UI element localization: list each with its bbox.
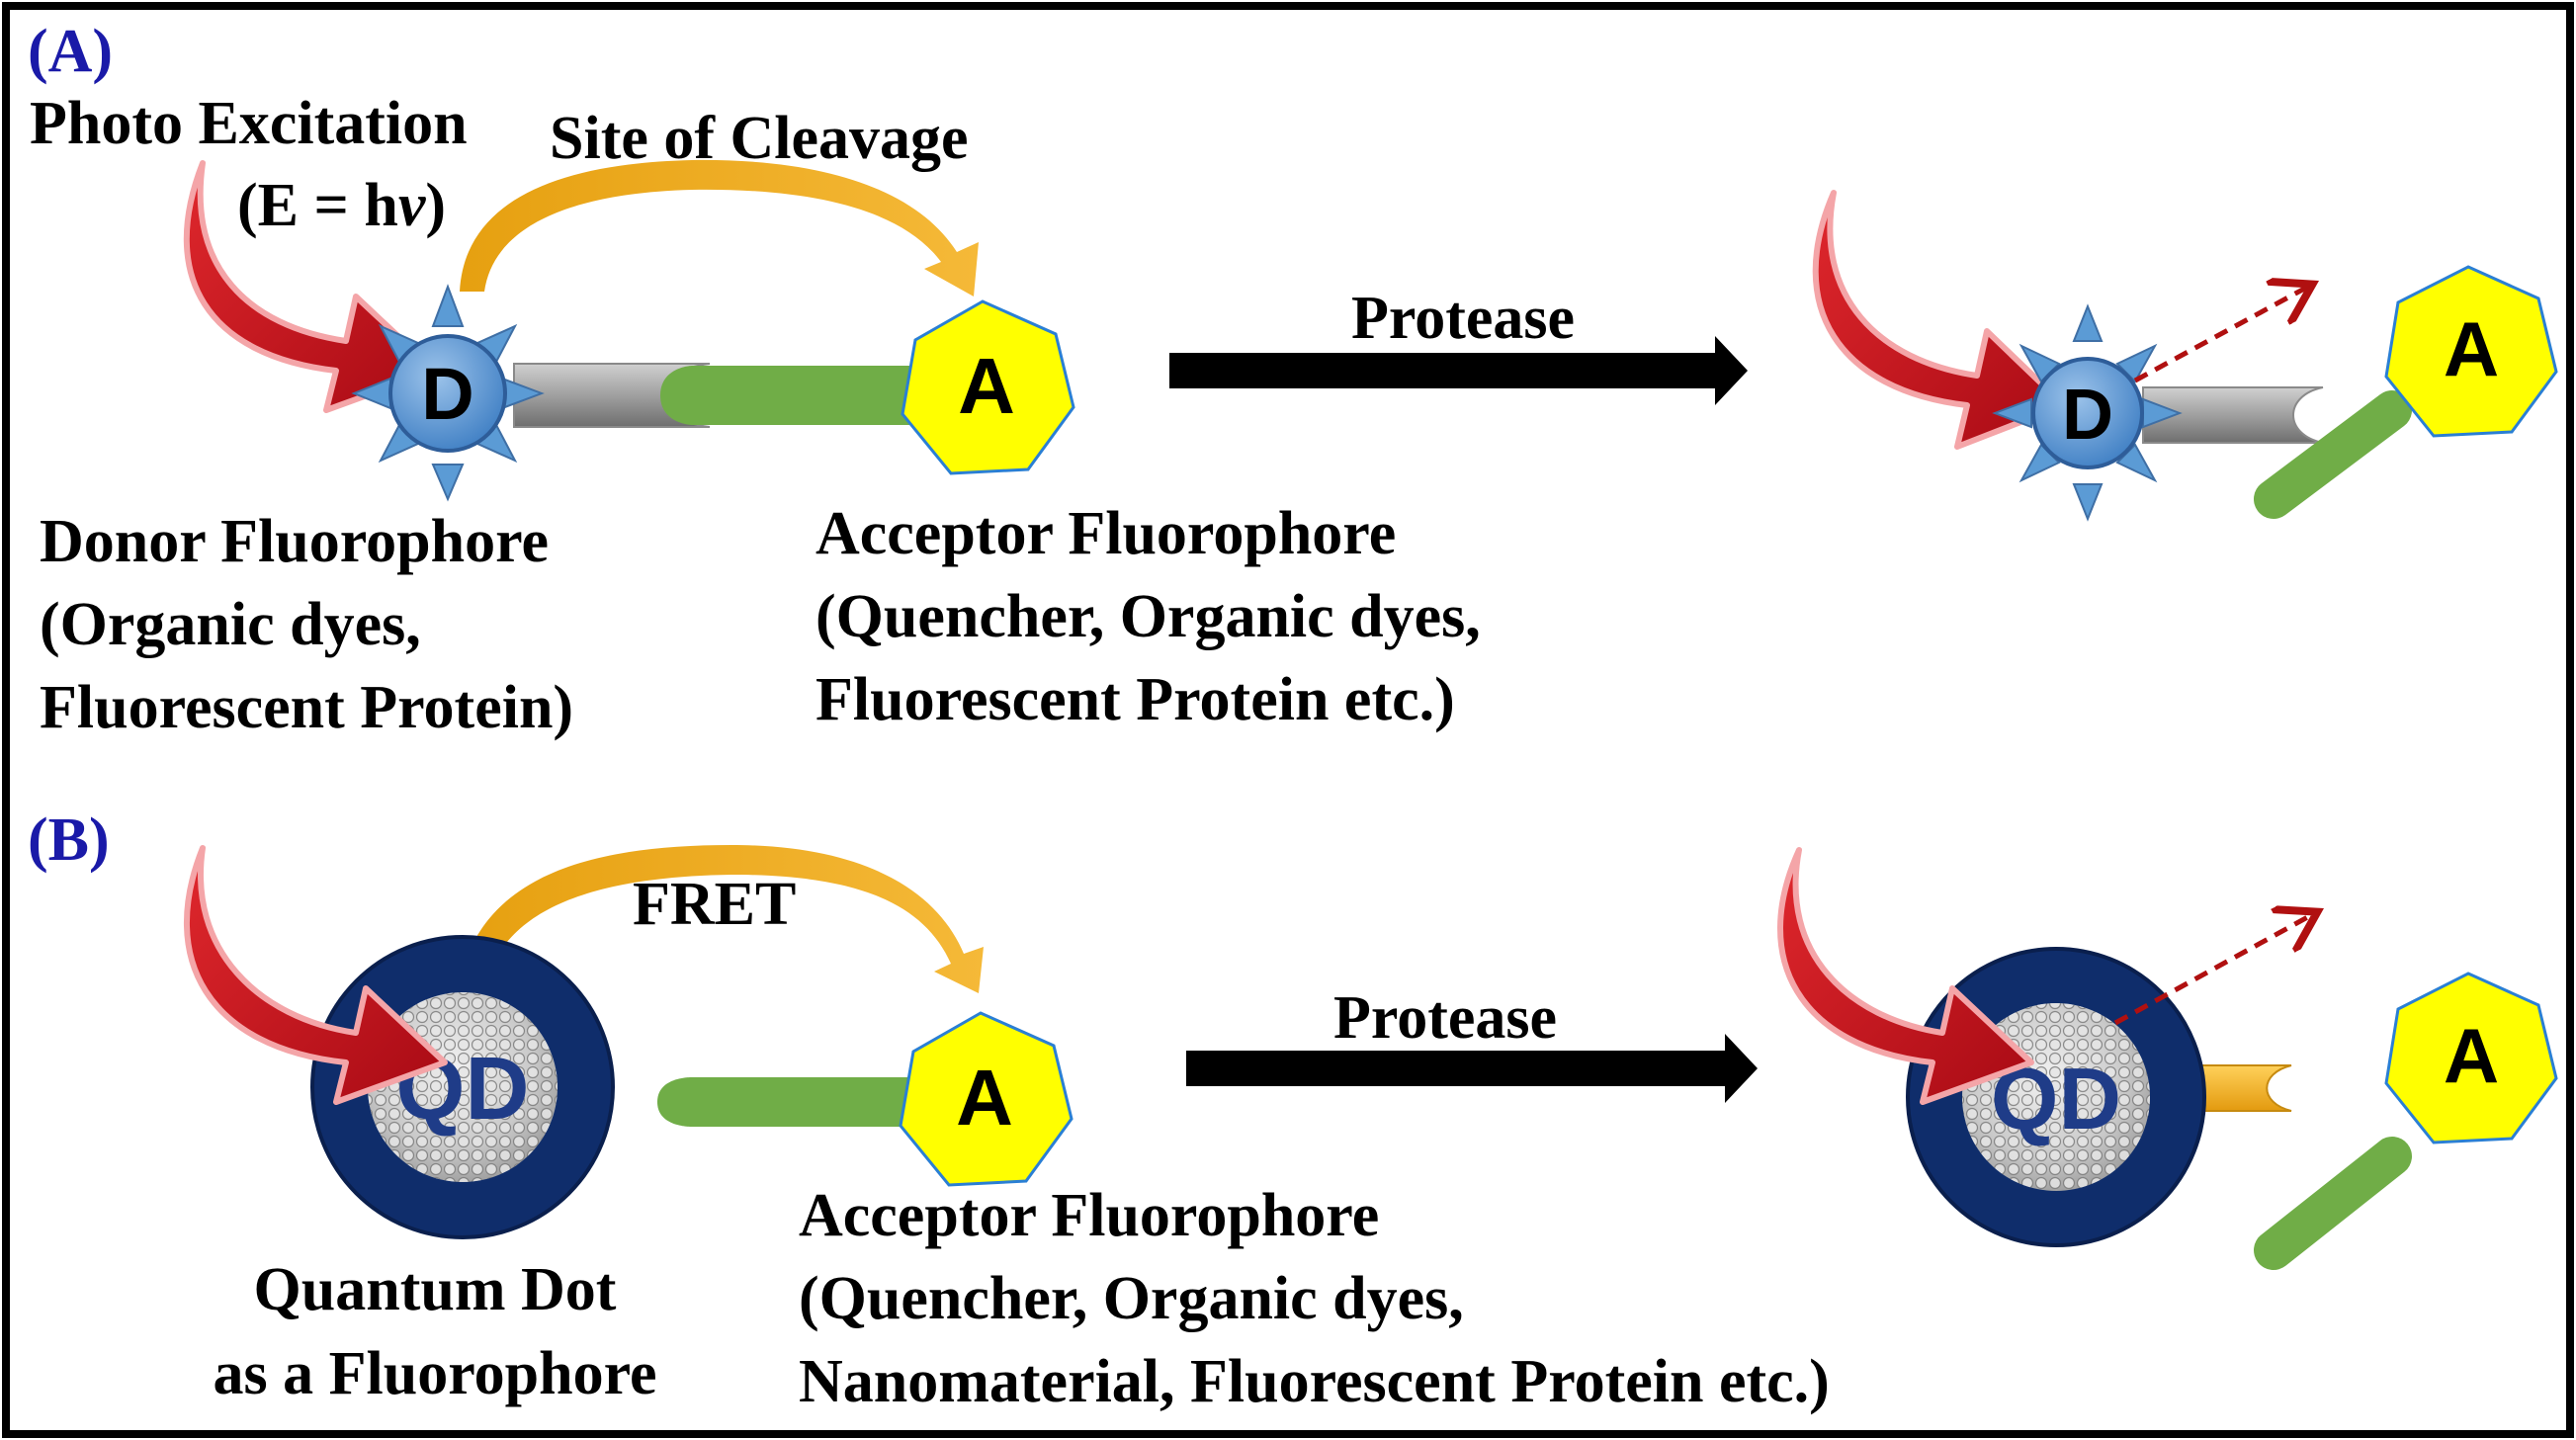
acceptor-caption-a: Acceptor Fluorophore (Quencher, Organic … <box>816 500 1481 733</box>
acceptor-letter-b: A <box>956 1054 1013 1142</box>
protease-arrow-a <box>1169 336 1748 405</box>
green-linker-b <box>657 1077 924 1127</box>
protease-label-b: Protease <box>1333 984 1557 1052</box>
green-fragment-a <box>2254 390 2412 519</box>
fret-arc-b <box>465 845 984 993</box>
acceptor-caption-b: Acceptor Fluorophore (Quencher, Organic … <box>799 1182 1830 1415</box>
acceptor-caption-b-line1: Acceptor Fluorophore <box>799 1182 1379 1249</box>
green-linker-a <box>660 366 929 425</box>
donor-letter-a-cleaved: D <box>2062 376 2113 455</box>
panel-b: (B) FRET QD A Protease QD <box>28 806 2558 1415</box>
acceptor-caption-b-line3: Nanomaterial, Fluorescent Protein etc.) <box>799 1348 1830 1415</box>
formula-prefix: (E = h <box>237 172 398 239</box>
fret-label: FRET <box>633 871 796 938</box>
donor-fluorophore-a: D <box>351 284 545 502</box>
formula-nu: ν <box>398 172 427 239</box>
green-fragment-b <box>2254 1137 2412 1270</box>
acceptor-fluorophore-a: A <box>901 299 1075 475</box>
photo-energy-formula: (E = hν) <box>237 172 446 239</box>
qd-caption-line1: Quantum Dot <box>254 1256 617 1323</box>
donor-letter-a: D <box>421 353 473 435</box>
acceptor-caption-a-line1: Acceptor Fluorophore <box>816 500 1396 567</box>
donor-caption-line1: Donor Fluorophore <box>40 508 549 575</box>
donor-caption-line3: Fluorescent Protein) <box>40 674 573 741</box>
emission-arrow-a <box>2133 287 2308 383</box>
panel-a-label: (A) <box>28 18 113 85</box>
acceptor-letter-b-cleaved: A <box>2444 1012 2499 1099</box>
donor-caption-line2: (Organic dyes, <box>40 591 421 658</box>
protease-label-a: Protease <box>1351 285 1575 352</box>
acceptor-caption-b-line2: (Quencher, Organic dyes, <box>799 1265 1464 1332</box>
acceptor-fluorophore-a-cleaved: A <box>2384 265 2558 438</box>
formula-suffix: ) <box>425 172 446 239</box>
qd-caption-line2: as a Fluorophore <box>214 1340 657 1407</box>
donor-fluorophore-a-cleaved: D <box>1992 303 2183 522</box>
panel-b-label: (B) <box>28 806 110 874</box>
acceptor-caption-a-line2: (Quencher, Organic dyes, <box>816 583 1481 650</box>
acceptor-fluorophore-b: A <box>899 1011 1073 1187</box>
protease-arrow-b <box>1186 1034 1758 1103</box>
acceptor-caption-a-line3: Fluorescent Protein etc.) <box>816 666 1455 733</box>
qd-caption-b: Quantum Dot as a Fluorophore <box>214 1256 657 1407</box>
site-of-cleavage-label: Site of Cleavage <box>550 105 969 172</box>
excitation-arrow-b <box>183 845 448 1105</box>
excitation-arrow-a-cleaved <box>1812 190 2067 450</box>
panel-a: (A) Photo Excitation (E = hν) Site of Cl… <box>28 18 2558 741</box>
photo-excitation-label: Photo Excitation <box>30 90 468 157</box>
acceptor-letter-a: A <box>958 342 1015 430</box>
acceptor-fluorophore-b-cleaved: A <box>2384 972 2558 1144</box>
fret-arc-a <box>460 159 979 296</box>
excitation-arrow-b-cleaved <box>1777 847 2034 1105</box>
acceptor-letter-a-cleaved: A <box>2444 305 2499 392</box>
donor-caption-a: Donor Fluorophore (Organic dyes, Fluores… <box>40 508 573 741</box>
emission-arrow-b <box>2113 914 2313 1026</box>
